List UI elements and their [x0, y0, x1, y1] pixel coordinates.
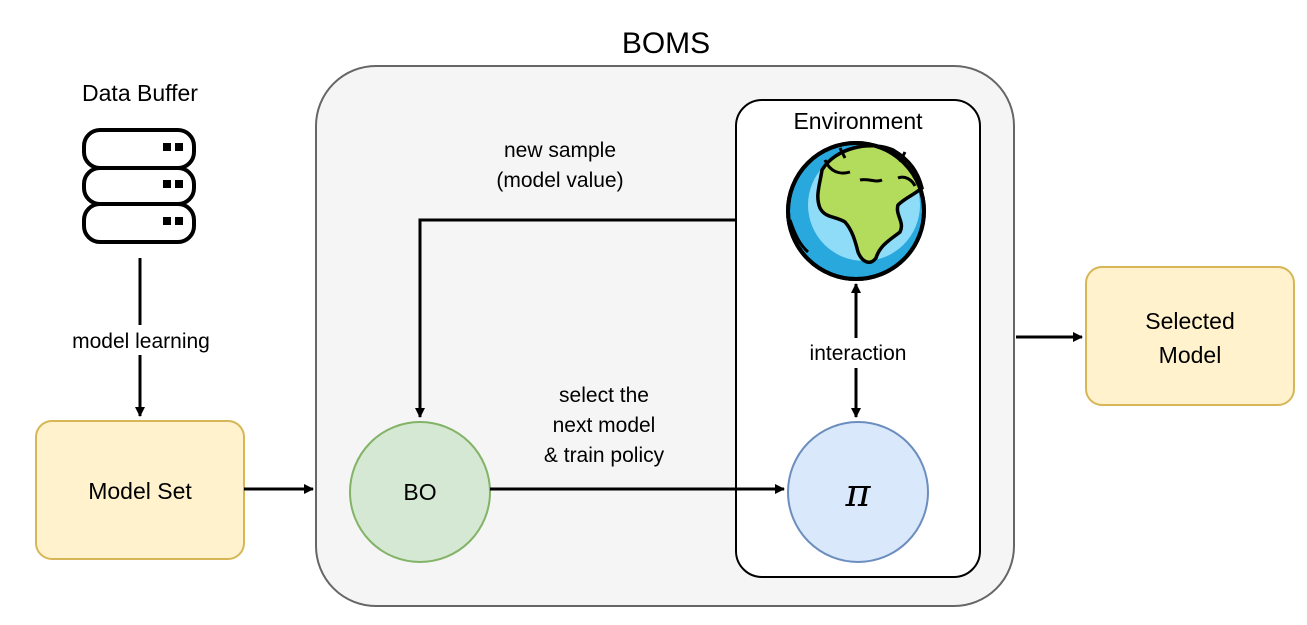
edge-select-line-1: select the [559, 384, 649, 407]
database-icon [82, 128, 196, 244]
edge-new-sample [415, 218, 736, 418]
edge-model-learning-label: model learning [72, 330, 210, 353]
policy-label: π [845, 471, 872, 515]
edge-select-line-3: & train policy [544, 444, 665, 467]
policy-node [787, 421, 929, 563]
selected-model-line-1: Selected [1145, 308, 1235, 334]
boms-title: BOMS [622, 27, 710, 60]
edge-new-sample-line-1: new sample [504, 139, 616, 162]
selected-model-line-2: Model [1159, 342, 1222, 368]
globe-icon [786, 141, 926, 281]
bo-label: BO [403, 479, 436, 505]
environment-label: Environment [793, 108, 923, 134]
edge-interaction-label: interaction [810, 342, 907, 365]
edge-select-line-2: next model [553, 414, 656, 437]
model-set-label: Model Set [88, 478, 192, 504]
data-buffer-label: Data Buffer [82, 80, 198, 106]
selected-model-node [1085, 266, 1295, 406]
edge-new-sample-line-2: (model value) [496, 169, 623, 192]
bo-node [349, 421, 491, 563]
